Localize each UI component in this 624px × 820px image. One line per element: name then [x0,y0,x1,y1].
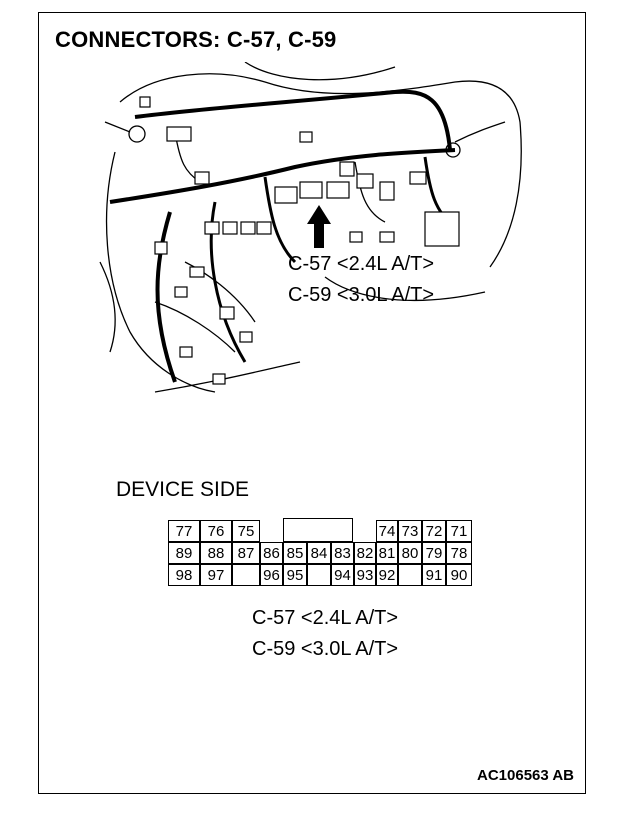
connector-caption-c59: C-59 <3.0L A/T> [252,638,399,660]
pin-cell: 75 [232,520,260,542]
pin-cell: 76 [200,520,232,542]
pin-cell: 78 [446,542,472,564]
pin-cell: 96 [260,564,283,586]
connector-key [283,518,353,542]
harness-callout-c57: C-57 <2.4L A/T> [288,253,435,275]
connector-caption-c57: C-57 <2.4L A/T> [252,607,399,629]
pin-cell: 88 [200,542,232,564]
pin-cell [398,564,422,586]
pin-cell: 93 [354,564,376,586]
pin-cell: 95 [283,564,307,586]
pin-cell: 91 [422,564,446,586]
figure-frame [38,12,586,794]
pin-cell: 92 [376,564,398,586]
wiring-harness-illustration [99,62,522,393]
pin-cell: 85 [283,542,307,564]
pin-cell: 79 [422,542,446,564]
device-side-label: DEVICE SIDE [116,478,250,501]
pin-cell: 73 [398,520,422,542]
pin-cell [232,564,260,586]
pin-cell: 83 [331,542,354,564]
pin-cell: 74 [376,520,398,542]
figure-code: AC106563 AB [477,767,574,784]
pin-cell: 86 [260,542,283,564]
pin-cell: 90 [446,564,472,586]
pin-cell [307,564,331,586]
page-title: CONNECTORS: C-57, C-59 [55,27,337,52]
harness-callout-c59: C-59 <3.0L A/T> [288,284,435,306]
pin-cell: 82 [354,542,376,564]
pin-cell: 80 [398,542,422,564]
pin-cell: 84 [307,542,331,564]
pin-cell: 77 [168,520,200,542]
pin-cell: 87 [232,542,260,564]
pin-cell: 72 [422,520,446,542]
pin-cell: 94 [331,564,354,586]
pin-cell: 98 [168,564,200,586]
pin-cell: 89 [168,542,200,564]
pin-cell: 81 [376,542,398,564]
pin-cell: 97 [200,564,232,586]
pin-cell: 71 [446,520,472,542]
